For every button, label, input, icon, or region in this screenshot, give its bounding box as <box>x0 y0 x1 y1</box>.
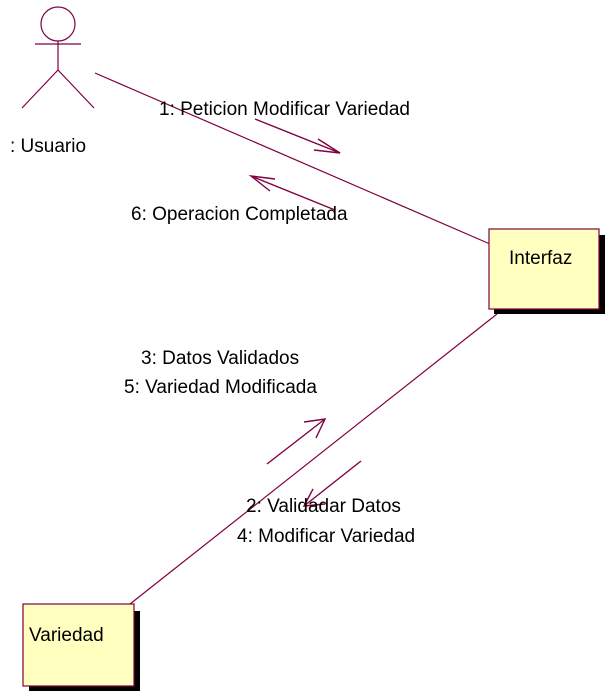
link-usuario-interfaz <box>94 72 491 245</box>
object-interfaz[interactable]: Interfaz <box>488 228 605 314</box>
message-label-1: 1: Peticion Modificar Variedad <box>159 99 410 120</box>
arrow-head <box>303 418 327 439</box>
message-label-3: 3: Datos Validados <box>141 348 299 369</box>
actor-usuario[interactable]: : Usuario <box>10 6 95 157</box>
object-label: Variedad <box>29 625 104 646</box>
message-label-6: 6: Operacion Completada <box>131 204 348 225</box>
message-arrow-1 <box>254 118 341 154</box>
object-variedad[interactable]: Variedad <box>22 603 140 691</box>
message-label-5: 5: Variedad Modificada <box>124 377 317 398</box>
object-box <box>22 603 135 687</box>
arrow-shaft <box>266 418 326 465</box>
message-label-2: 2: Validadar Datos <box>246 496 401 517</box>
message-label-4: 4: Modificar Variedad <box>237 526 415 547</box>
arrow-shaft <box>250 175 336 211</box>
arrow-head <box>248 174 276 192</box>
actor-label: : Usuario <box>10 136 86 157</box>
arrow-shaft <box>303 460 362 507</box>
message-arrow-6 <box>248 174 336 211</box>
message-arrow-3-5 <box>266 418 327 465</box>
arrow-head <box>302 488 326 507</box>
message-arrow-2-4 <box>302 460 362 507</box>
link-interfaz-variedad <box>129 313 498 605</box>
actor-left-leg <box>21 69 59 109</box>
arrow-head <box>313 138 341 154</box>
actor-right-leg <box>57 69 95 109</box>
actor-head <box>40 6 76 42</box>
object-label: Interfaz <box>509 248 572 269</box>
object-box <box>488 228 600 310</box>
arrow-shaft <box>254 118 341 154</box>
